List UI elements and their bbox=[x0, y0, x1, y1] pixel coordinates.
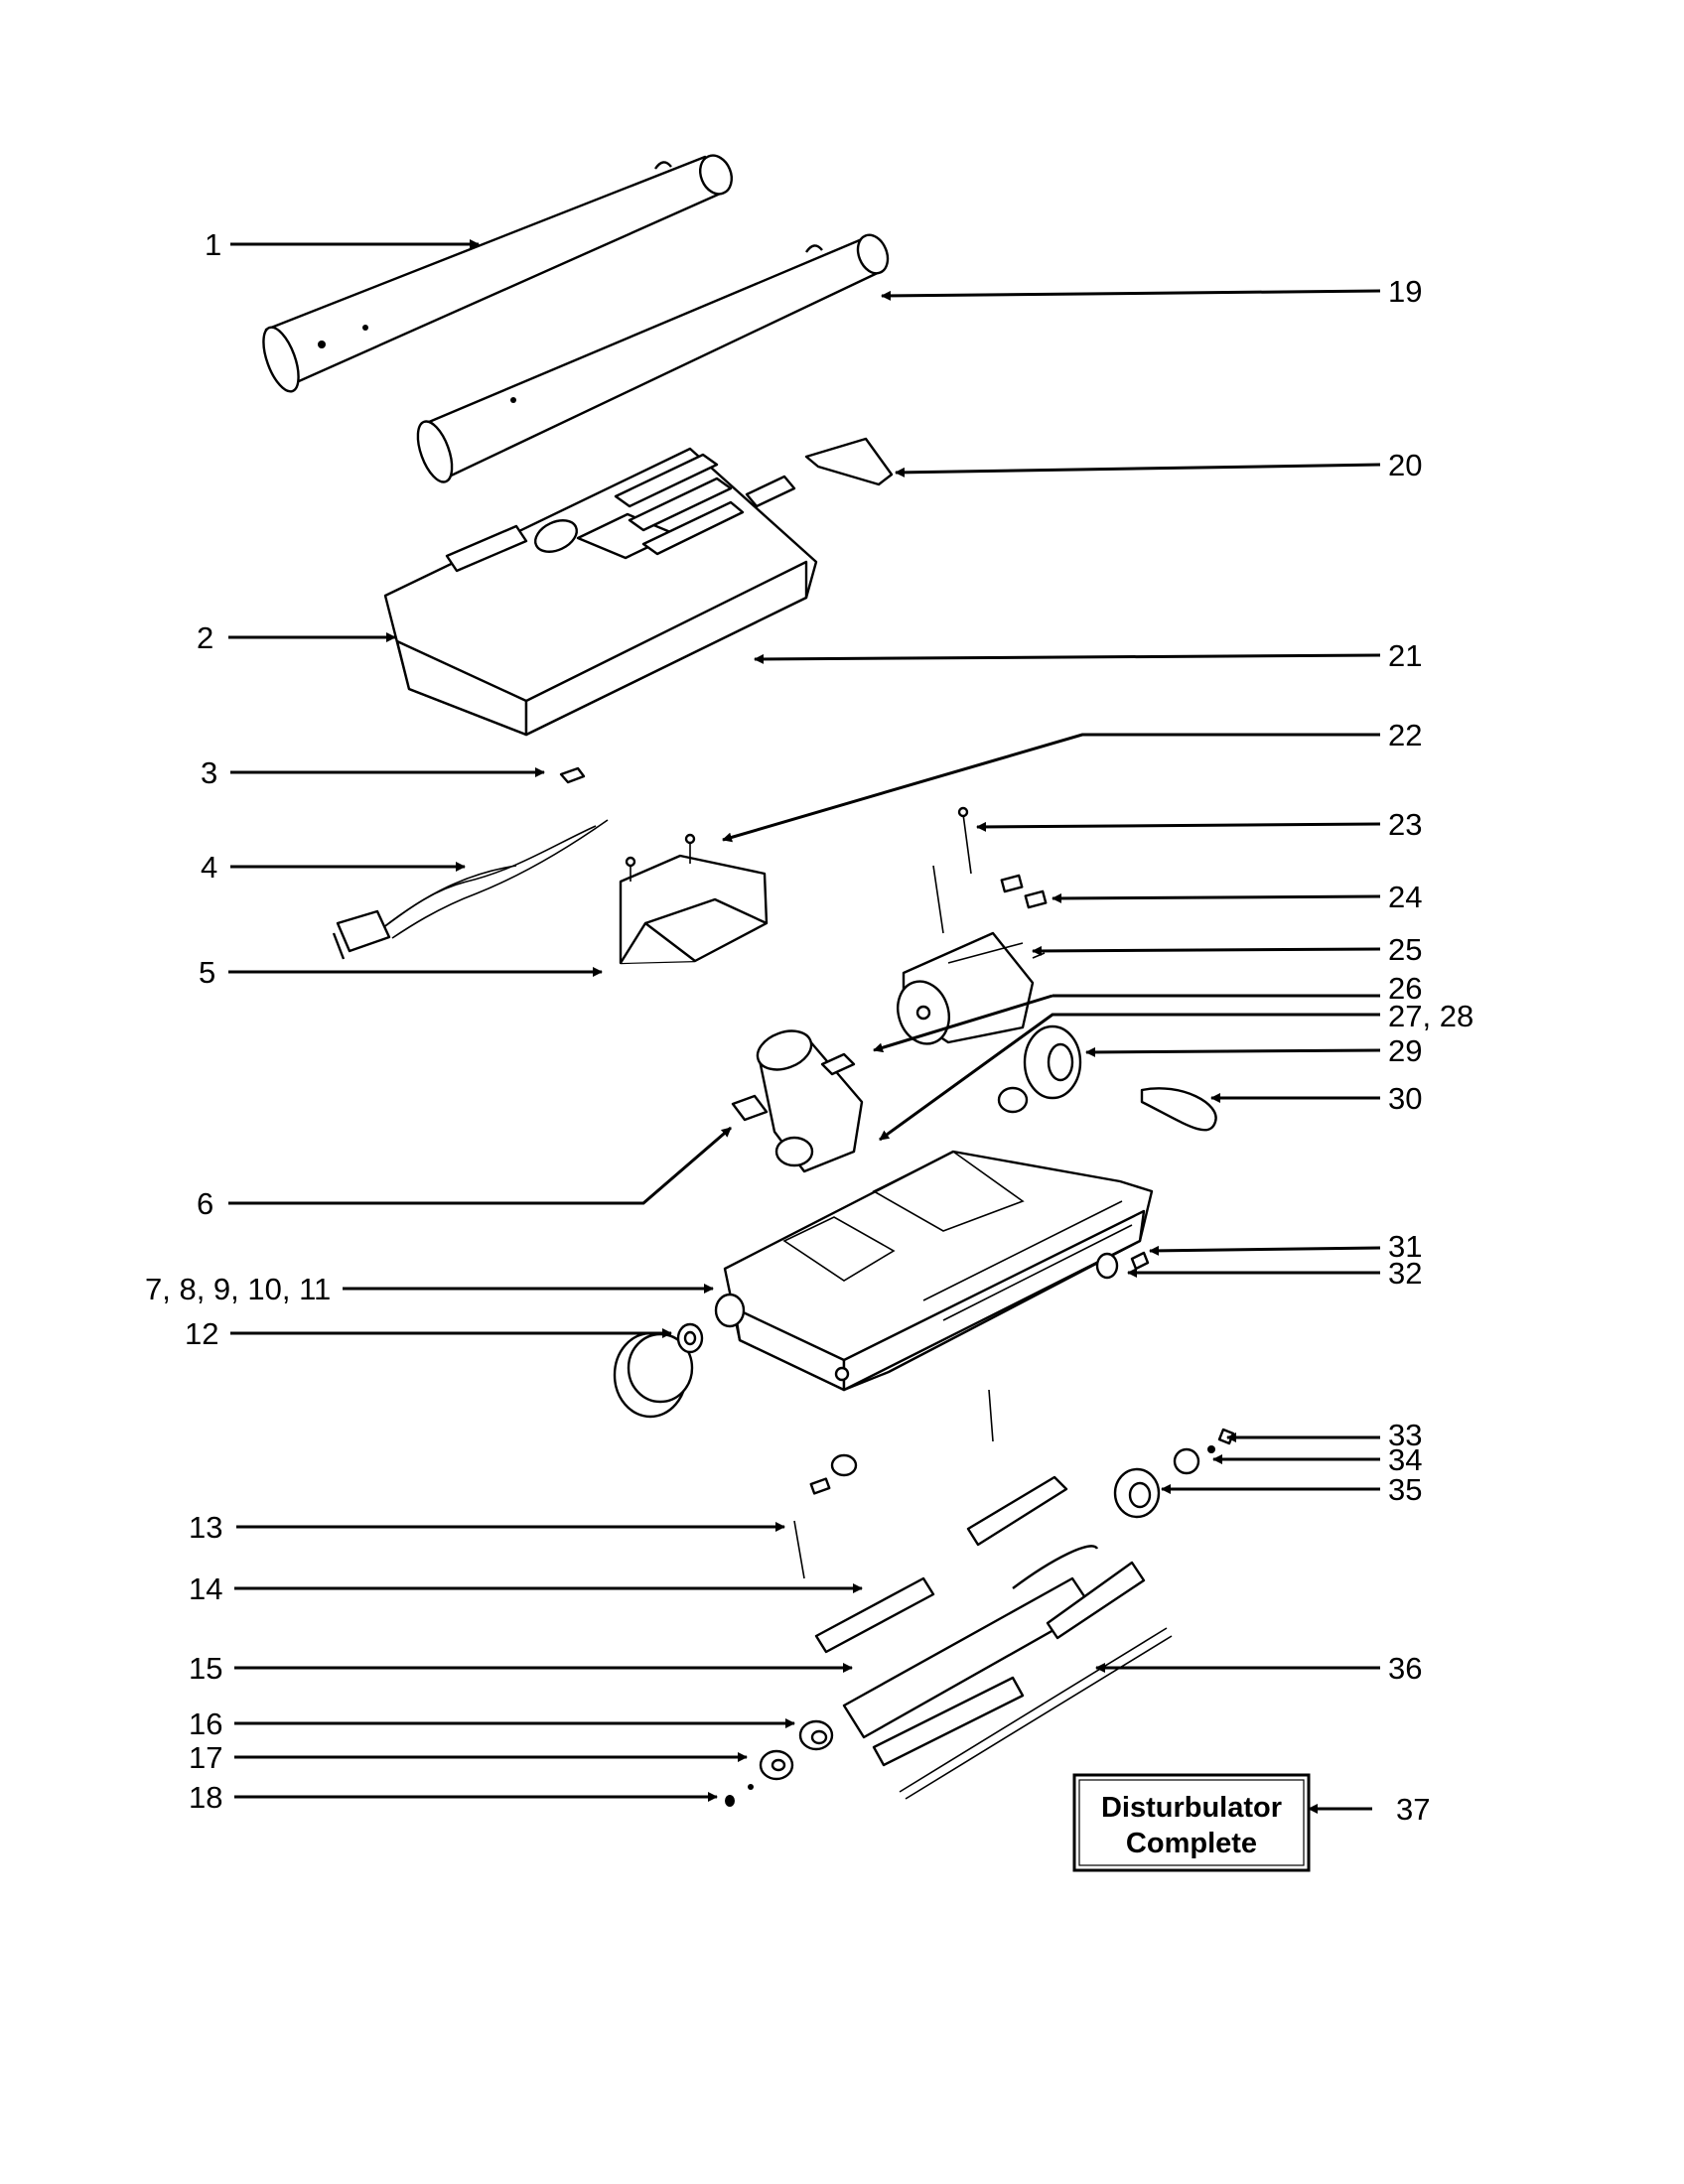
part-20-plate bbox=[804, 437, 894, 486]
callout-22: 22 bbox=[1388, 718, 1422, 752]
leader-19 bbox=[881, 289, 1381, 301]
callout-5: 5 bbox=[199, 955, 215, 990]
part-6-clip bbox=[731, 1094, 769, 1122]
parts-illustration bbox=[262, 154, 1235, 1807]
disturbulator-kit-box: Disturbulator Complete bbox=[1072, 1773, 1311, 1872]
leader-31 bbox=[1149, 1245, 1381, 1256]
part-1-handle-tube bbox=[262, 154, 733, 393]
part-4-cord bbox=[332, 819, 609, 960]
leader-21 bbox=[754, 653, 1381, 664]
part-19-handle-tube bbox=[416, 233, 890, 483]
callout-17: 17 bbox=[189, 1740, 222, 1775]
callout-24: 24 bbox=[1388, 880, 1422, 914]
part-26-28-switch bbox=[756, 1029, 864, 1173]
callout-36: 36 bbox=[1388, 1651, 1422, 1686]
part-12-wheel bbox=[613, 1322, 704, 1419]
leader-22 bbox=[722, 733, 1380, 843]
callout-3: 3 bbox=[201, 755, 217, 790]
part-16-18-bearings bbox=[725, 1719, 834, 1807]
callout-7-11: 7, 8, 9, 10, 11 bbox=[145, 1272, 331, 1306]
callout-12: 12 bbox=[185, 1316, 218, 1351]
callout-13: 13 bbox=[189, 1510, 222, 1545]
callout-32: 32 bbox=[1388, 1256, 1422, 1291]
callout-27-28: 27, 28 bbox=[1388, 999, 1474, 1033]
leader-6 bbox=[228, 1126, 732, 1205]
callout-23: 23 bbox=[1388, 807, 1422, 842]
callout-18: 18 bbox=[189, 1780, 222, 1815]
callout-15: 15 bbox=[189, 1651, 222, 1686]
kit-box-inner-frame bbox=[1078, 1779, 1305, 1866]
callout-35: 35 bbox=[1388, 1472, 1422, 1507]
callout-19: 19 bbox=[1388, 274, 1422, 309]
callout-30: 30 bbox=[1388, 1081, 1422, 1116]
leader-26-b bbox=[873, 994, 1053, 1053]
callout-34: 34 bbox=[1388, 1442, 1422, 1477]
leader-20 bbox=[895, 463, 1381, 478]
callout-33: 33 bbox=[1388, 1418, 1422, 1452]
callout-6: 6 bbox=[197, 1186, 213, 1221]
part-14-15-brushroll bbox=[814, 1475, 1173, 1800]
part-29-pulley bbox=[997, 1024, 1082, 1114]
callout-25: 25 bbox=[1388, 932, 1422, 967]
part-23-screws bbox=[932, 806, 972, 934]
part-5-22-bracket bbox=[619, 833, 769, 965]
leader-25 bbox=[1032, 945, 1381, 956]
part-3-clip bbox=[559, 766, 586, 784]
callout-20: 20 bbox=[1388, 448, 1422, 482]
leader-24 bbox=[1052, 892, 1381, 903]
leader-29 bbox=[1085, 1046, 1381, 1057]
kit-box-line2: Complete bbox=[1126, 1828, 1257, 1859]
part-25-motor bbox=[897, 931, 1046, 1045]
part-base-housing bbox=[714, 1150, 1154, 1392]
part-30-belt bbox=[1140, 1087, 1217, 1132]
callout-2: 2 bbox=[197, 620, 213, 655]
callout-29: 29 bbox=[1388, 1033, 1422, 1068]
kit-box-frame bbox=[1072, 1773, 1311, 1872]
callout-16: 16 bbox=[189, 1706, 222, 1741]
leader-23 bbox=[976, 821, 1381, 832]
leader-lines bbox=[228, 239, 1381, 1814]
part-24-brushes bbox=[1000, 874, 1048, 909]
callout-26: 26 bbox=[1388, 971, 1422, 1006]
part-small-hardware bbox=[809, 1389, 994, 1495]
callout-4: 4 bbox=[201, 850, 217, 885]
callout-37: 37 bbox=[1396, 1792, 1430, 1827]
part-2-21-hood bbox=[383, 447, 818, 737]
callout-1: 1 bbox=[205, 227, 221, 262]
part-13-screw bbox=[793, 1520, 805, 1579]
leader-27-28 bbox=[879, 1013, 1380, 1142]
callout-14: 14 bbox=[189, 1571, 222, 1606]
callout-31: 31 bbox=[1388, 1229, 1422, 1264]
part-33-35-bearings bbox=[1113, 1428, 1235, 1519]
callout-labels: 1 2 3 4 5 6 7, 8, 9, 10, 11 12 13 14 15 … bbox=[145, 227, 1474, 1827]
callout-21: 21 bbox=[1388, 638, 1422, 673]
kit-box-line1: Disturbulator bbox=[1101, 1792, 1282, 1824]
